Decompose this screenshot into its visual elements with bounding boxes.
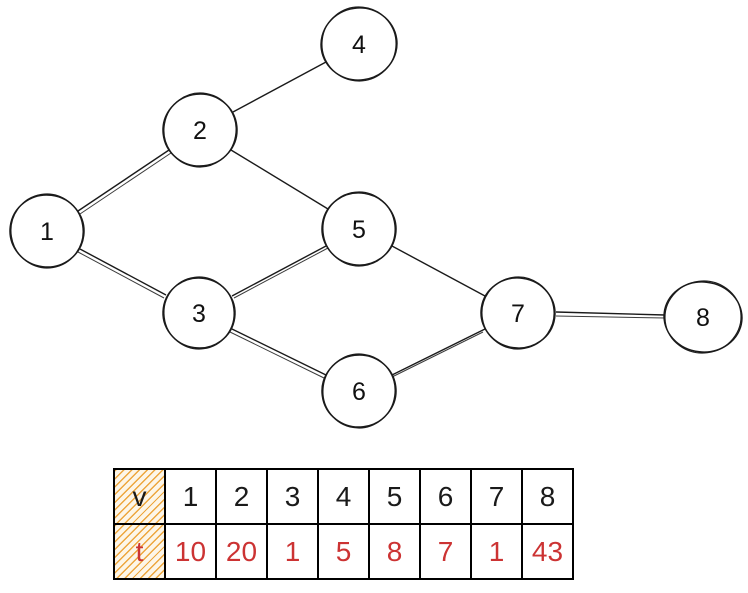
edge-2-4 [232,61,327,113]
node-8: 8 [663,280,743,354]
node-5: 5 [321,191,397,267]
row-t-header-cell: t [113,523,166,580]
v-cell: 3 [266,468,319,525]
v-cell: 6 [419,468,472,525]
edge-7-8 [555,311,666,319]
node-6: 6 [321,353,397,429]
v-cell: 1 [164,468,217,525]
v-cell: 8 [521,468,574,525]
node-4: 4 [320,6,398,82]
time-row: t 10 20 1 5 8 7 1 43 [113,523,574,580]
node-8-label: 8 [696,304,710,332]
node-4-label: 4 [352,31,366,59]
t-cell: 5 [317,523,370,580]
t-cell: 1 [266,523,319,580]
node-2-label: 2 [193,117,207,145]
edge-1-2 [77,149,172,215]
node-1-label: 1 [40,218,54,246]
vertex-time-table: v 1 2 3 4 5 6 7 8 t 10 20 1 5 8 7 1 43 [113,468,574,580]
node-3-label: 3 [192,300,206,328]
edge-3-6 [229,328,327,379]
node-7-label: 7 [511,300,525,328]
node-7: 7 [480,276,556,350]
edge-5-7 [391,245,486,297]
node-2: 2 [162,92,238,168]
node-3: 3 [162,276,236,350]
v-cell: 2 [215,468,268,525]
edge-3-5 [231,245,329,299]
node-1: 1 [9,193,85,269]
t-cell: 43 [521,523,574,580]
node-5-label: 5 [352,216,366,244]
t-cell: 20 [215,523,268,580]
t-cell: 1 [470,523,523,580]
node-6-label: 6 [352,378,366,406]
v-cell: 4 [317,468,370,525]
edge-6-7 [389,328,486,379]
row-v-header-cell: v [113,468,166,525]
edge-1-3 [77,248,167,299]
v-cell: 5 [368,468,421,525]
v-cell: 7 [470,468,523,525]
graph-canvas: 1 2 3 4 5 6 7 [9,6,743,429]
vertex-row: v 1 2 3 4 5 6 7 8 [113,468,574,525]
t-cell: 7 [419,523,472,580]
t-cell: 10 [164,523,217,580]
t-cell: 8 [368,523,421,580]
edge-2-5 [230,149,329,210]
